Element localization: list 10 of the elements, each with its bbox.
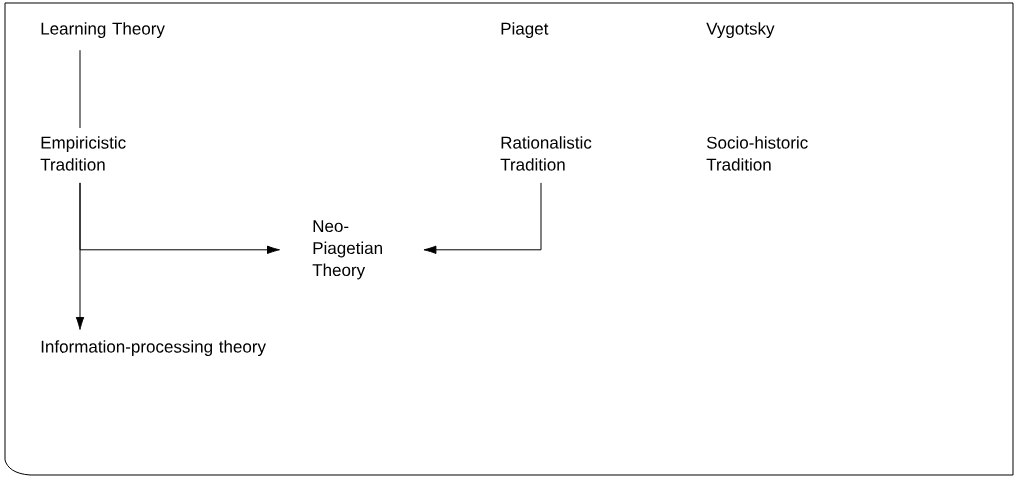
node-label: Vygotsky [706,22,775,39]
arrow [423,182,542,254]
node-label: Neo-Piagetian Theory [312,220,382,280]
node-label: Learning Theory [41,22,165,39]
node-label: Piaget [501,22,549,39]
node-label: Empiricistic Tradition [40,136,126,171]
arrow [79,182,280,254]
node-label: Rationalistic Tradition [500,136,592,171]
node-label: Information-processing theory [41,340,266,357]
node-label: Socio-historic Tradition [706,136,808,171]
